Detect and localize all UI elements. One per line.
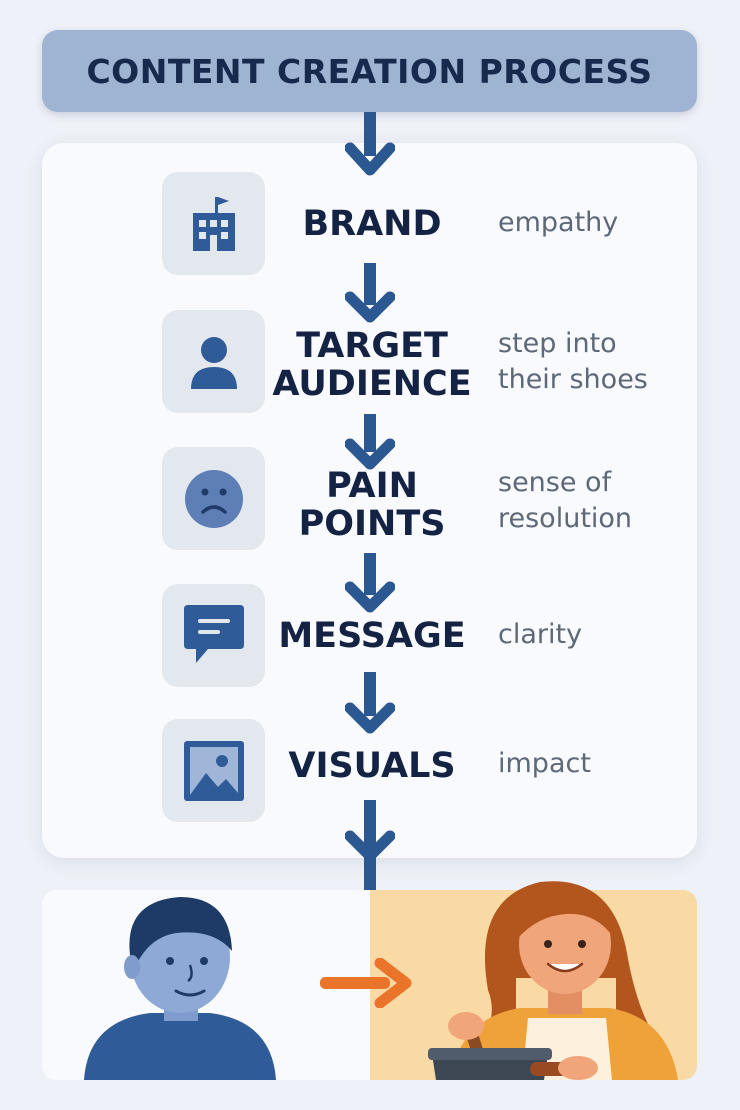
pain-points-icon-box — [162, 447, 265, 550]
down-arrow-2 — [345, 414, 395, 470]
step-note-target-audience: step into their shoes — [498, 328, 648, 395]
visuals-icon-box — [162, 719, 265, 822]
step-note-message: clarity — [498, 619, 583, 650]
step-label-target-audience: TARGET AUDIENCE — [272, 326, 472, 404]
building-icon — [192, 196, 235, 251]
step-label-message: MESSAGE — [278, 616, 466, 656]
title-banner: CONTENT CREATION PROCESS — [42, 30, 697, 112]
step-label-visuals: VISUALS — [288, 746, 456, 786]
step-note-pain-points: sense of resolution — [498, 467, 633, 534]
orange-arrow — [320, 958, 412, 1008]
audience-icon-box — [162, 310, 265, 413]
step-label-brand: BRAND — [302, 204, 442, 244]
down-arrow-1 — [345, 263, 395, 323]
down-arrow-3 — [345, 553, 395, 613]
step-note-visuals: impact — [498, 748, 591, 779]
process-card — [42, 143, 697, 858]
speech-bubble-icon — [183, 604, 244, 663]
down-arrow-title-overlay — [345, 112, 395, 176]
down-arrow-4 — [345, 672, 395, 734]
brand-icon-box — [162, 172, 265, 275]
man-illustration — [84, 897, 276, 1080]
message-icon-box — [162, 584, 265, 687]
image-icon — [183, 740, 244, 801]
sad-face-icon — [184, 469, 243, 528]
page-title: CONTENT CREATION PROCESS — [86, 51, 653, 91]
down-arrow-5 — [345, 800, 395, 890]
step-note-brand: empathy — [498, 207, 619, 238]
step-label-pain-points: PAIN POINTS — [298, 466, 446, 544]
woman-cooking-illustration — [428, 881, 678, 1080]
person-icon — [190, 336, 237, 389]
